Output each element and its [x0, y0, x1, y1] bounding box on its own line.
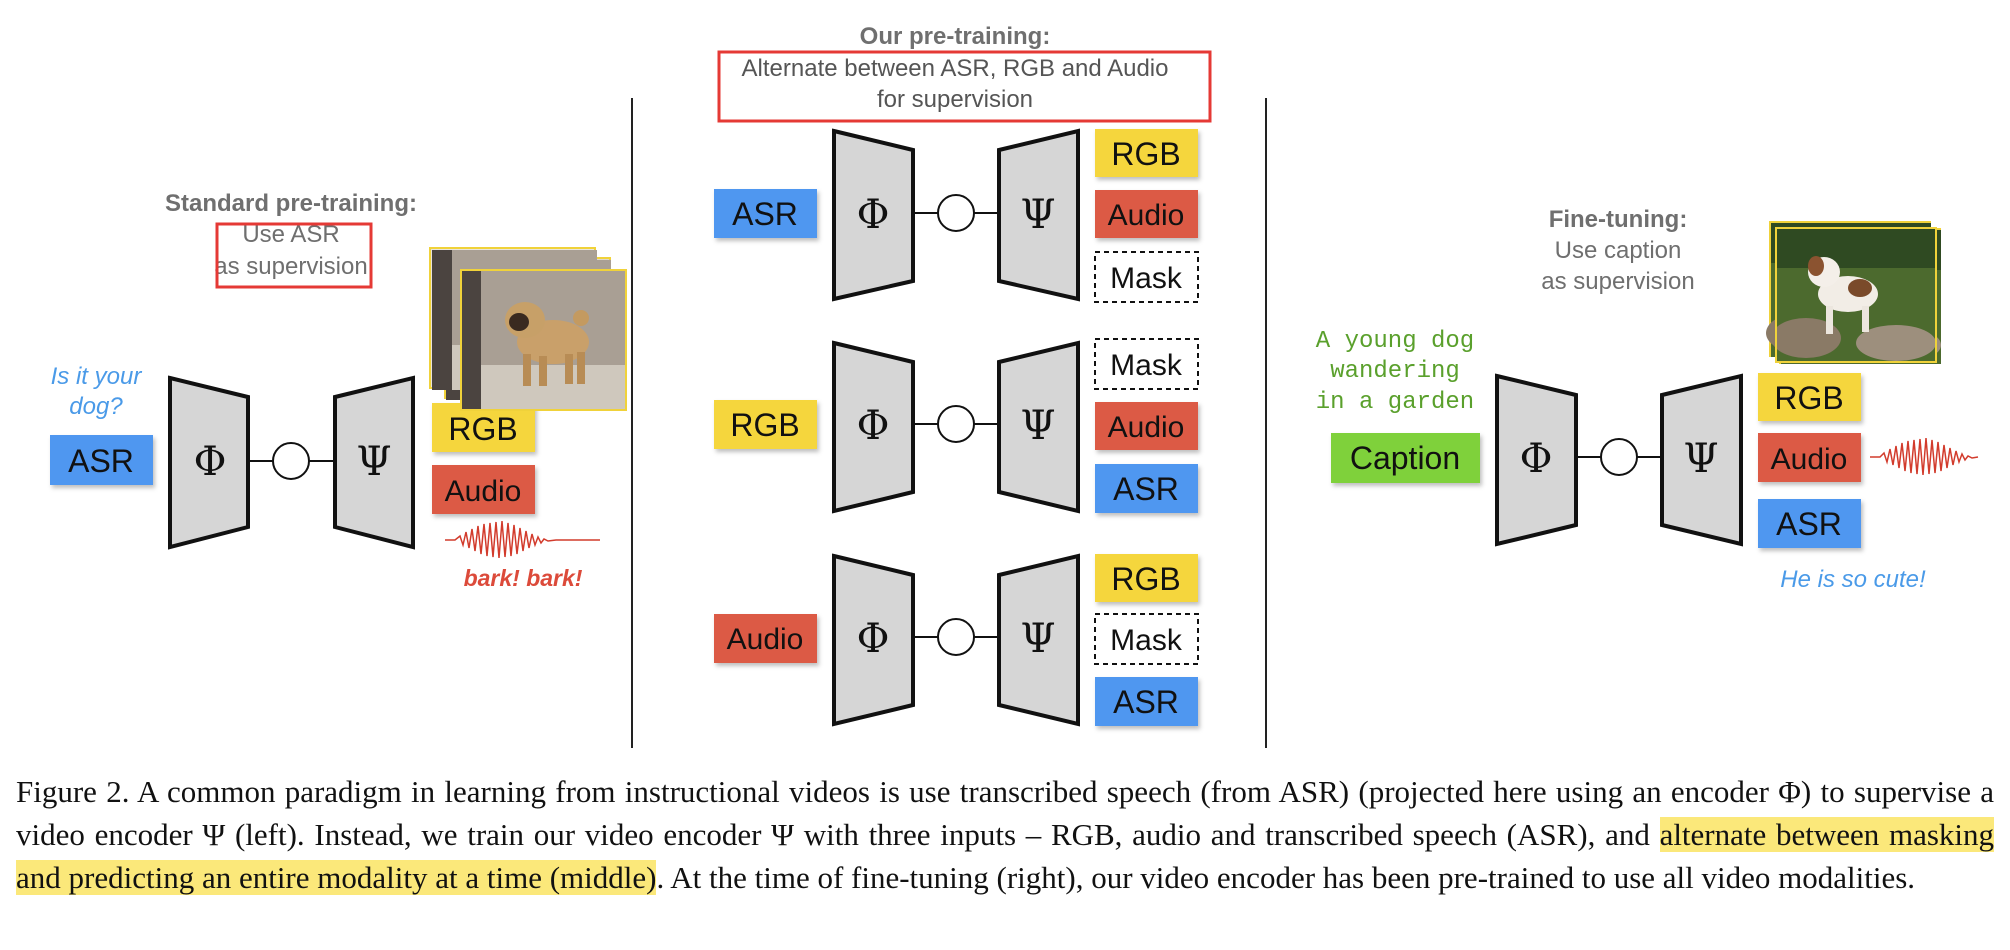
- row3-input-box: [714, 614, 817, 663]
- left-output-audio-label: Audio: [445, 475, 522, 508]
- row1-input-box: [714, 189, 817, 238]
- row2-input-label: RGB: [730, 407, 799, 443]
- middle-subtitle-line1: Alternate between ASR, RGB and Audio: [742, 55, 1169, 82]
- row2-link-circle: [937, 405, 975, 443]
- left-phi-encoder: [168, 375, 250, 550]
- right-subtitle-line2: as supervision: [1541, 268, 1694, 295]
- left-input-label: ASR: [68, 443, 134, 479]
- left-title: Standard pre-training:: [165, 190, 417, 217]
- left-input-asr-box: [50, 435, 153, 485]
- middle-title: Our pre-training:: [860, 23, 1051, 50]
- row3-link-circle: [937, 618, 975, 656]
- row2-output-mask-label: Mask: [1110, 349, 1183, 382]
- right-phi-symbol: Φ: [1520, 436, 1553, 482]
- row1-output-rgb-label: RGB: [1111, 136, 1180, 172]
- right-waveform: [1870, 437, 1979, 476]
- right-input-label: Caption: [1350, 440, 1460, 476]
- row1-output-mask-box: [1094, 251, 1199, 303]
- row3-phi-symbol: Φ: [857, 616, 890, 662]
- left-waveform: [445, 520, 600, 559]
- row3-psi-symbol: Ψ: [1020, 616, 1055, 662]
- row1-psi-symbol: Ψ: [1020, 192, 1055, 238]
- row3-output-mask-label: Mask: [1110, 624, 1183, 657]
- caption-text-part2: . At the time of fine-tuning (right), ou…: [656, 860, 1916, 895]
- right-caption-line1: A young dog: [1316, 328, 1474, 355]
- left-panel: Standard pre-training: Use ASR as superv…: [50, 190, 627, 591]
- right-input-caption-box: [1331, 433, 1480, 483]
- right-output-asr-label: ASR: [1776, 506, 1842, 542]
- row3-output-rgb-box: [1095, 554, 1198, 602]
- row3-output-asr-box: [1095, 677, 1198, 726]
- right-image-front: [1771, 228, 1936, 362]
- row3-phi-encoder: [832, 553, 915, 727]
- left-image-stack: [429, 247, 627, 411]
- figure-diagram: Standard pre-training: Use ASR as superv…: [50, 23, 1979, 748]
- row2-psi-encoder: [997, 340, 1080, 514]
- row2-output-audio-label: Audio: [1108, 411, 1185, 444]
- row2-phi-symbol: Φ: [857, 403, 890, 449]
- left-output-rgb-box: [432, 403, 535, 452]
- row2-input-box: [714, 400, 817, 449]
- left-link-circle: [272, 442, 310, 480]
- right-output-rgb-label: RGB: [1774, 380, 1843, 416]
- row1-psi-encoder: [997, 128, 1080, 302]
- middle-highlight-box: [717, 50, 1212, 123]
- right-image-stack: [1766, 221, 1941, 364]
- row1-output-mask-label: Mask: [1110, 262, 1183, 295]
- left-output-audio-box: [432, 465, 535, 514]
- row1-phi-encoder: [832, 128, 915, 302]
- figure-caption: Figure 2. A common paradigm in learning …: [16, 770, 1995, 899]
- row1-output-audio-label: Audio: [1108, 199, 1185, 232]
- right-output-audio-box: [1758, 433, 1861, 482]
- right-caption-line2: wandering: [1330, 358, 1460, 385]
- row1-phi-symbol: Φ: [857, 192, 890, 238]
- left-phi-symbol: Φ: [194, 439, 227, 485]
- row3-output-mask-box: [1094, 613, 1199, 665]
- left-psi-encoder: [333, 375, 415, 550]
- left-highlight-box: [215, 222, 373, 289]
- middle-row-1: ASR Φ Ψ RGB Audio Mask: [714, 128, 1199, 303]
- row3-output-rgb-label: RGB: [1111, 561, 1180, 597]
- caption-text-part1: Figure 2. A common paradigm in learning …: [16, 774, 1994, 852]
- row3-psi-encoder: [997, 553, 1080, 727]
- row1-output-rgb-box: [1095, 129, 1198, 177]
- right-speech-text: He is so cute!: [1780, 566, 1926, 593]
- right-output-audio-label: Audio: [1771, 443, 1848, 476]
- row3-input-label: Audio: [727, 623, 804, 656]
- right-caption-line3: in a garden: [1316, 389, 1474, 416]
- row2-psi-symbol: Ψ: [1020, 403, 1055, 449]
- right-title: Fine-tuning:: [1549, 206, 1688, 233]
- row1-input-label: ASR: [732, 196, 798, 232]
- right-psi-symbol: Ψ: [1683, 436, 1718, 482]
- row3-output-asr-label: ASR: [1113, 684, 1179, 720]
- row1-link-circle: [937, 194, 975, 232]
- right-phi-encoder: [1495, 373, 1578, 547]
- pug-dog-photo: [460, 269, 627, 411]
- row2-output-asr-label: ASR: [1113, 471, 1179, 507]
- middle-row-2: RGB Φ Ψ Mask Audio ASR: [714, 338, 1199, 514]
- left-sound-text: bark! bark!: [464, 565, 583, 591]
- right-subtitle-line1: Use caption: [1555, 237, 1682, 264]
- left-output-rgb-label: RGB: [448, 411, 517, 447]
- row2-output-asr-box: [1095, 464, 1198, 513]
- row1-output-audio-box: [1095, 190, 1198, 238]
- right-psi-encoder: [1660, 373, 1743, 547]
- row2-output-mask-box: [1094, 338, 1199, 390]
- middle-row-3: Audio Φ Ψ RGB Mask ASR: [714, 553, 1199, 727]
- row2-output-audio-box: [1095, 402, 1198, 450]
- right-link-circle: [1600, 438, 1638, 476]
- middle-subtitle-line2: for supervision: [877, 86, 1033, 113]
- right-panel: Fine-tuning: Use caption as supervision …: [1316, 206, 1979, 593]
- left-speech-line2: dog?: [69, 393, 123, 420]
- left-speech-line1: Is it your: [51, 363, 143, 390]
- right-output-rgb-box: [1758, 373, 1861, 421]
- middle-panel: Our pre-training: Alternate between ASR,…: [714, 23, 1212, 727]
- left-psi-symbol: Ψ: [356, 439, 391, 485]
- right-output-asr-box: [1758, 499, 1861, 548]
- left-subtitle-line2: as supervision: [214, 253, 367, 280]
- row2-phi-encoder: [832, 340, 915, 514]
